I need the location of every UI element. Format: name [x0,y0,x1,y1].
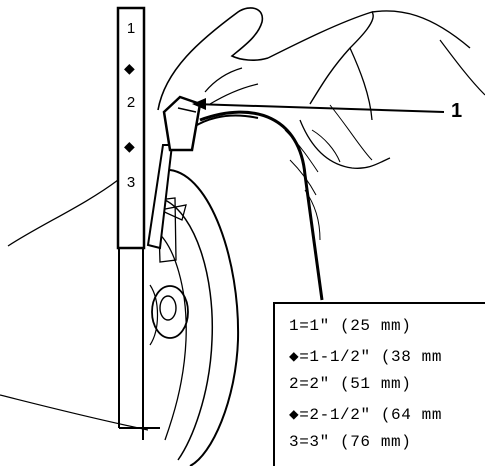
wheel-hub [151,285,189,339]
legend-item: ◆=2-1/2" (64 mm [289,406,443,424]
tire-top [199,110,324,301]
tire-sidewall-outer [169,169,240,466]
legend-item: 2=2" (51 mm) [289,375,412,393]
ruler-mark-2: 2 [126,94,136,111]
gauge-arm [146,144,174,250]
diamond-icon: ◆ [124,60,135,76]
bumper-curve [0,394,149,431]
ruler-body [116,6,146,250]
callout-label: 1 [451,100,463,122]
hand-fingers [267,11,374,105]
diamond-icon: ◆ [124,138,135,154]
wheel-rim [154,229,187,441]
body-curve [7,179,119,247]
tire-sidewall-inner [164,199,214,461]
hand-outline [157,7,269,111]
legend-item: 3=3" (76 mm) [289,433,412,451]
callout-arrowhead [192,98,206,110]
ruler-mark-1: 1 [126,20,136,37]
legend-item: 1=1" (25 mm) [289,317,412,335]
hand-palm [299,119,391,169]
legend-item: ◆=1-1/2" (38 mm [289,348,443,366]
callout-leader [193,103,445,113]
ruler-mark-3: 3 [126,174,136,191]
legend-box: 1=1" (25 mm) ◆=1-1/2" (38 mm 2=2" (51 mm… [273,302,485,466]
wheel-hub-center [159,295,177,321]
